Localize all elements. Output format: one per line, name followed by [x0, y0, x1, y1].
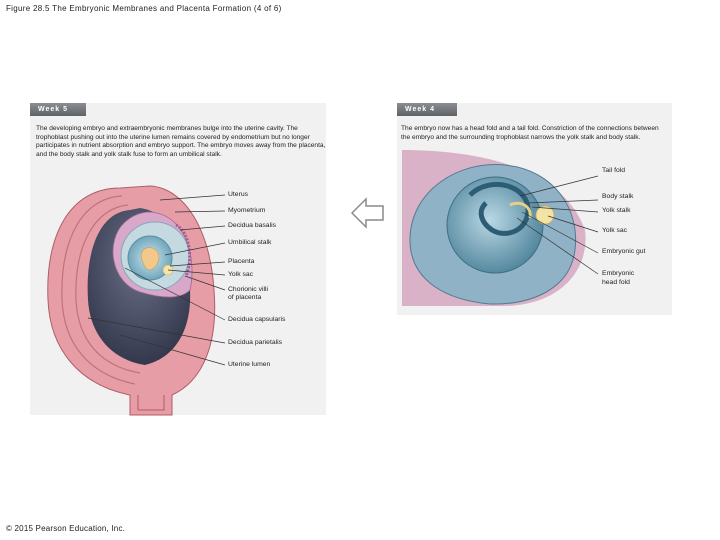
label-embryonic-head-fold-line2: head fold	[602, 279, 630, 286]
label-chorionic-villi-line2: of placenta	[228, 294, 262, 301]
week4-head-fold	[509, 201, 532, 219]
label-yolk-sac-w5: Yolk sac	[228, 271, 254, 278]
label-myometrium: Myometrium	[228, 207, 266, 214]
figure-title: Figure 28.5 The Embryonic Membranes and …	[6, 4, 282, 13]
copyright-notice: © 2015 Pearson Education, Inc.	[6, 524, 126, 533]
label-body-stalk: Body stalk	[602, 193, 634, 200]
label-decidua-parietalis: Decidua parietalis	[228, 339, 283, 346]
cervix	[137, 395, 165, 411]
placenta-villi	[175, 223, 192, 277]
week4-amnion	[446, 176, 544, 274]
week5-leader-lines	[87, 194, 226, 366]
week4-embryo-illustration	[402, 150, 586, 306]
embryo	[140, 247, 160, 271]
week5-tab: Week 5	[30, 103, 86, 116]
week4-yolk-sac	[535, 205, 555, 225]
uterus-inner-stripes	[61, 195, 141, 385]
label-tail-fold: Tail fold	[602, 167, 626, 174]
week5-description: The developing embryo and extraembryonic…	[36, 125, 326, 158]
label-yolk-sac-w4: Yolk sac	[602, 227, 628, 234]
week4-tab: Week 4	[397, 103, 457, 116]
label-decidua-basalis: Decidua basalis	[228, 222, 276, 229]
arrow-left-icon	[350, 197, 384, 229]
label-uterine-lumen: Uterine lumen	[228, 361, 271, 368]
label-umbilical-stalk: Umbilical stalk	[228, 239, 272, 246]
label-embryonic-gut: Embryonic gut	[602, 248, 646, 255]
label-decidua-capsularis: Decidua capsularis	[228, 316, 286, 323]
label-uterus: Uterus	[228, 191, 249, 198]
label-yolk-stalk: Yolk stalk	[602, 207, 631, 214]
week4-embryo-body	[468, 182, 531, 236]
week4-description: The embryo now has a head fold and a tai…	[401, 125, 659, 141]
label-chorionic-villi: Chorionic villi	[228, 286, 269, 293]
label-placenta: Placenta	[228, 258, 255, 265]
week5-uterus-illustration	[47, 185, 216, 416]
week4-leader-lines	[516, 175, 599, 275]
label-embryonic-head-fold: Embryonic	[602, 270, 635, 277]
